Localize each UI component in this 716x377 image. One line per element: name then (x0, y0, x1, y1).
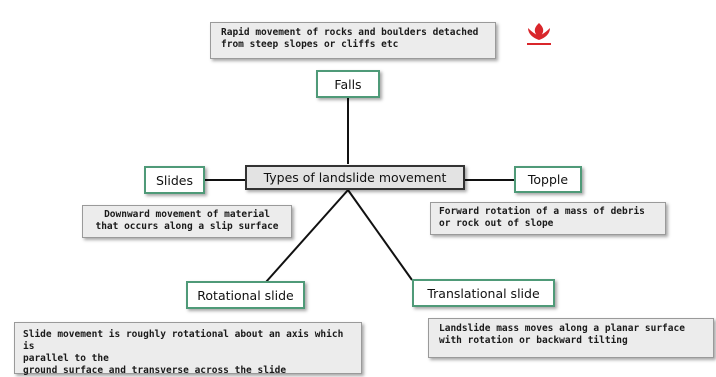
slides-description: Downward movement of material that occur… (82, 205, 292, 238)
rotational-slide-node: Rotational slide (186, 281, 305, 309)
rotational-connector (265, 189, 349, 283)
topple-description: Forward rotation of a mass of debris or … (430, 202, 666, 235)
translational-slide-label: Translational slide (427, 285, 540, 301)
falls-description: Rapid movement of rocks and boulders det… (210, 22, 496, 59)
center-node: Types of landslide movement (245, 165, 465, 190)
slides-label: Slides (155, 172, 194, 188)
translational-connector (347, 189, 413, 281)
topple-label: Topple (527, 172, 569, 187)
slides-node: Slides (144, 166, 205, 194)
translational-slide-node: Translational slide (412, 279, 555, 307)
falls-label: Falls (334, 76, 362, 92)
brand-logo-icon (524, 20, 554, 48)
translational-description: Landslide mass moves along a planar surf… (428, 318, 714, 358)
rotational-slide-label: Rotational slide (197, 287, 294, 303)
rotational-description: Slide movement is roughly rotational abo… (14, 322, 362, 376)
rotational-description-line: ground surface and transverse across the… (23, 365, 287, 376)
rotational-description-line: parallel to the (23, 353, 109, 364)
topple-node: Topple (514, 166, 582, 193)
rotational-description-line: Slide movement is roughly rotational abo… (23, 329, 344, 352)
center-label: Types of landslide movement (263, 170, 447, 185)
falls-node: Falls (316, 70, 380, 98)
